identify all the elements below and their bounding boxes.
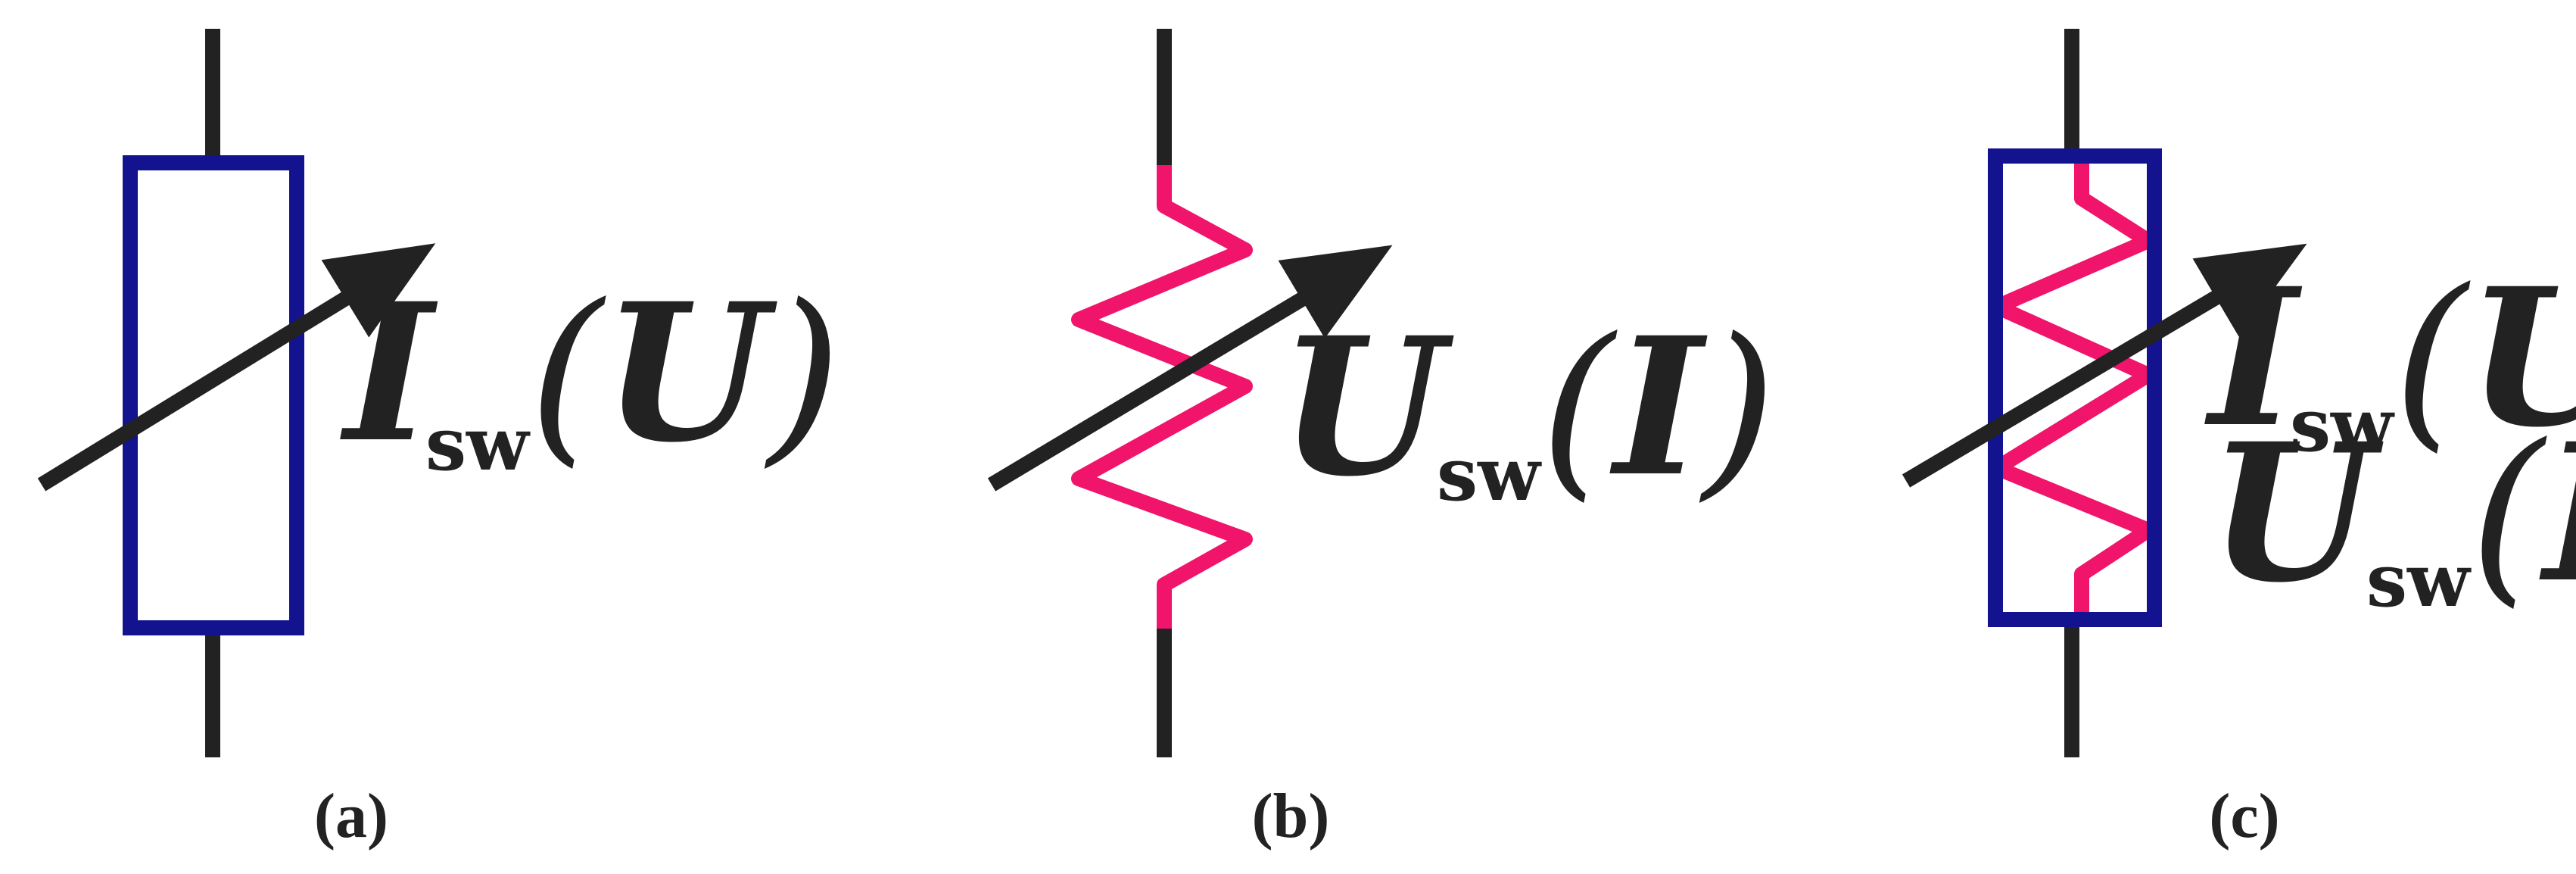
caption-b: (b) [1252, 781, 1330, 851]
varistor-box [123, 155, 304, 635]
label-i-sw-u: Isw(U) [2204, 246, 2576, 469]
label-subscript: sw [425, 401, 531, 487]
label-main: I [340, 261, 438, 484]
panel-c: Isw(U) Usw(I) (c) [1902, 29, 2576, 851]
variable-arrow [1902, 243, 2307, 488]
label-subscript: sw [2290, 382, 2395, 468]
label-main: I [2204, 246, 2303, 469]
label-subscript: sw [1437, 432, 1542, 517]
label-u-sw-i: Usw(I) [1279, 295, 1777, 518]
label-main: U [2209, 401, 2384, 624]
label-main: U [1279, 295, 1454, 518]
label-argument: U [603, 261, 777, 484]
zigzag-resistor [1071, 165, 1253, 629]
variable-arrow [37, 243, 436, 492]
label-argument: I [2539, 401, 2576, 624]
variable-arrow [987, 245, 1393, 492]
caption-c: (c) [2209, 781, 2279, 851]
label-argument: I [1609, 295, 1708, 518]
panel-a: Isw(U) (a) [37, 29, 842, 851]
panel-b: Usw(I) (b) [987, 29, 1777, 851]
label-argument: U [2467, 246, 2576, 469]
label-open-paren: ( [2394, 248, 2471, 469]
caption-a: (a) [314, 781, 388, 851]
varistor-box [1988, 148, 2162, 627]
label-i-sw-u: Isw(U) [340, 261, 842, 487]
label-open-paren: ( [1540, 298, 1618, 518]
label-subscript: sw [2366, 538, 2472, 623]
label-close-paren: ) [1699, 298, 1777, 518]
label-open-paren: ( [2470, 404, 2547, 624]
label-close-paren: ) [764, 264, 842, 484]
label-open-paren: ( [529, 264, 606, 484]
label-u-sw-i: Usw(I) [2209, 401, 2576, 624]
